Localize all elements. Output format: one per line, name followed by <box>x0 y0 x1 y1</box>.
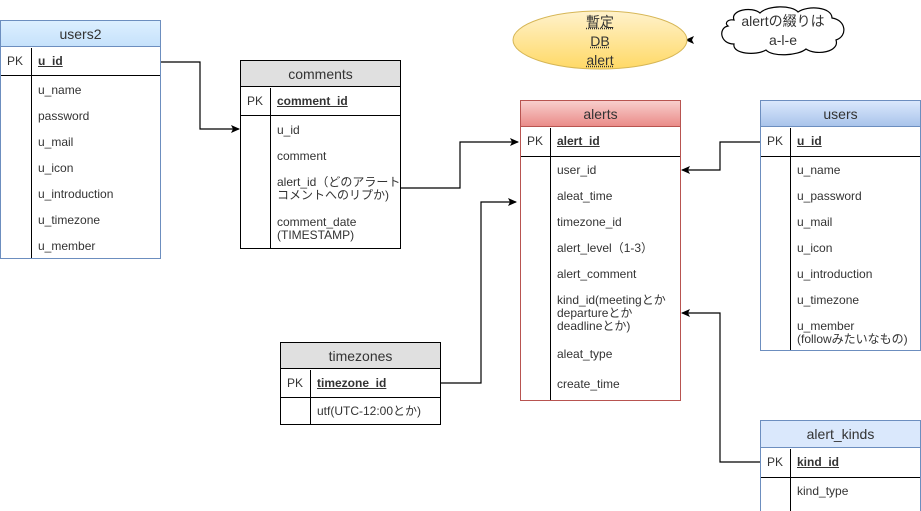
field[interactable]: password <box>38 109 90 123</box>
field[interactable]: alert_comment <box>557 267 637 281</box>
row-divider <box>241 115 400 116</box>
table-header: alert_kinds <box>761 421 920 448</box>
pk-field: u_id <box>38 54 63 68</box>
pk-row[interactable]: PK alert_id <box>521 128 680 154</box>
connector-users-to-alerts <box>681 141 760 174</box>
pk-row[interactable]: PK timezone_id <box>281 370 440 396</box>
table-header: timezones <box>281 343 440 369</box>
note-line: DB <box>590 33 610 49</box>
table-users2[interactable]: users2 PK u_id u_name password u_mail u_… <box>0 20 161 259</box>
field[interactable]: kind_id(meetingとか <box>557 293 666 307</box>
field[interactable]: kind_type <box>797 484 849 498</box>
pk-label: PK <box>767 455 784 469</box>
pk-row[interactable]: PK kind_id <box>761 449 920 475</box>
field[interactable]: u_password <box>797 189 862 203</box>
connector-alert-kinds-to-alerts <box>681 309 760 463</box>
field[interactable]: user_id <box>557 163 597 177</box>
note-line: alertの綴りは <box>741 13 825 29</box>
field[interactable]: comment <box>277 149 327 163</box>
table-users[interactable]: users PK u_id u_name u_password u_mail u… <box>760 100 921 351</box>
field[interactable]: u_name <box>38 83 82 97</box>
pk-field: timezone_id <box>317 376 387 390</box>
column-divider <box>31 48 32 258</box>
field[interactable]: u_name <box>797 163 841 177</box>
field[interactable]: u_introduction <box>797 267 873 281</box>
row-divider <box>761 477 920 478</box>
column-divider <box>790 449 791 511</box>
pk-row[interactable]: PK u_id <box>761 128 920 154</box>
table-header: alerts <box>521 101 680 127</box>
row-divider <box>1 75 160 76</box>
column-divider <box>310 370 311 424</box>
table-header: users2 <box>1 21 160 47</box>
note-line: 暫定 <box>586 14 614 30</box>
field[interactable]: create_time <box>557 377 620 391</box>
pk-row[interactable]: PK u_id <box>1 48 160 74</box>
field[interactable]: aleat_time <box>557 189 613 203</box>
note-ellipse-text: 暫定 DB alert <box>560 13 640 70</box>
table-title: alert_kinds <box>806 426 875 442</box>
table-timezones[interactable]: timezones PK timezone_id utf(UTC-12:00とか… <box>280 342 441 425</box>
field[interactable]: u_icon <box>38 161 74 175</box>
field[interactable]: u_icon <box>797 241 833 255</box>
connector-timezones-to-alerts <box>441 198 517 384</box>
connector-comments-to-alerts <box>401 138 519 189</box>
note-line: alert <box>586 52 614 68</box>
row-divider <box>761 156 920 157</box>
field[interactable]: u_member <box>38 239 96 253</box>
pk-label: PK <box>527 134 544 148</box>
column-divider <box>790 128 791 350</box>
field[interactable]: u_id <box>277 123 300 137</box>
connector-users2-to-comments <box>161 61 240 133</box>
table-alert-kinds[interactable]: alert_kinds PK kind_id kind_type <box>760 420 921 511</box>
table-header: comments <box>241 61 400 87</box>
table-header: users <box>761 101 920 127</box>
pk-label: PK <box>247 94 264 108</box>
field[interactable]: u_member <box>797 319 855 333</box>
field[interactable]: u_mail <box>797 215 833 229</box>
field[interactable]: (followみたいなもの) <box>797 332 908 346</box>
field[interactable]: aleat_type <box>557 347 613 361</box>
column-divider <box>550 128 551 400</box>
field[interactable]: comment_date <box>277 215 357 229</box>
field[interactable]: deadlineとか) <box>557 319 631 333</box>
field[interactable]: u_timezone <box>38 213 101 227</box>
field[interactable]: timezone_id <box>557 215 622 229</box>
table-title: alerts <box>583 106 618 122</box>
pk-label: PK <box>287 376 304 390</box>
pk-field: kind_id <box>797 455 840 469</box>
field[interactable]: alert_level（1-3） <box>557 241 654 255</box>
note-line: a-l-e <box>768 32 797 48</box>
table-comments[interactable]: comments PK comment_id u_id comment aler… <box>240 60 401 249</box>
note-cloud-text: alertの綴りは a-l-e <box>716 12 850 50</box>
field[interactable]: alert_id（どのアラート <box>277 175 401 189</box>
pk-label: PK <box>767 134 784 148</box>
note-ellipse-shape[interactable] <box>510 8 690 72</box>
column-divider <box>270 88 271 248</box>
pk-field: alert_id <box>557 134 600 148</box>
field[interactable]: departureとか <box>557 306 633 320</box>
pk-field: comment_id <box>277 94 348 108</box>
note-cloud-shape[interactable] <box>716 6 850 56</box>
table-title: users <box>823 106 858 122</box>
row-divider <box>281 397 440 398</box>
field[interactable]: コメントへのリプか) <box>277 188 389 202</box>
field[interactable]: u_mail <box>38 135 74 149</box>
table-title: comments <box>288 66 353 82</box>
pk-row[interactable]: PK comment_id <box>241 88 400 114</box>
field[interactable]: utf(UTC-12:00とか) <box>317 404 422 418</box>
pk-field: u_id <box>797 134 822 148</box>
field[interactable]: (TIMESTAMP) <box>277 228 355 242</box>
table-alerts[interactable]: alerts PK alert_id user_id aleat_time ti… <box>520 100 681 401</box>
field[interactable]: u_timezone <box>797 293 860 307</box>
row-divider <box>521 156 680 157</box>
field[interactable]: u_introduction <box>38 187 114 201</box>
table-title: timezones <box>328 348 393 364</box>
pk-label: PK <box>7 54 24 68</box>
table-title: users2 <box>59 26 102 42</box>
